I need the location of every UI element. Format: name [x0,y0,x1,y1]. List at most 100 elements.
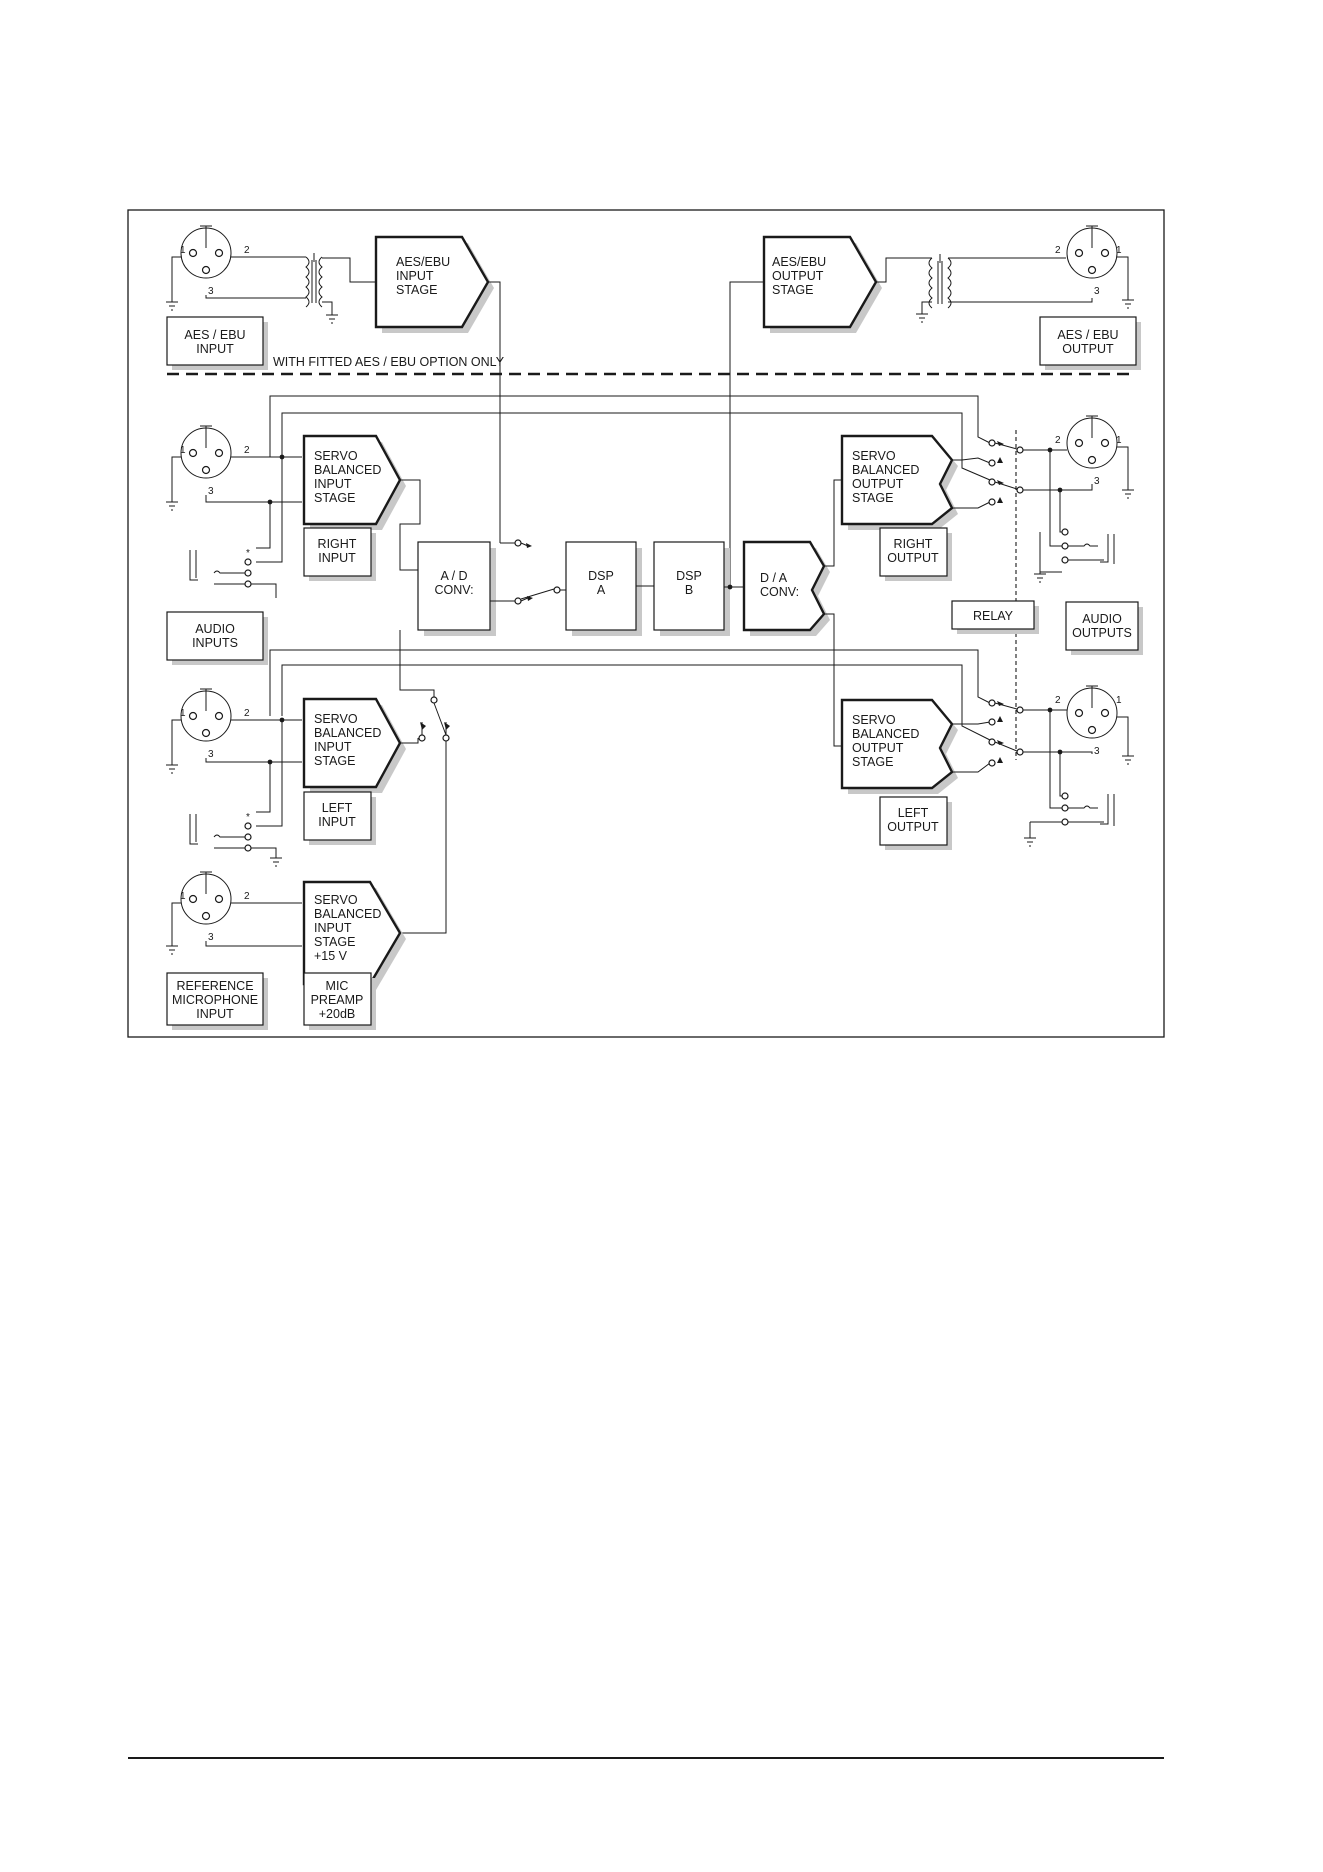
aes-ebu-input-stage-block: AES/EBU INPUT STAGE [374,235,494,333]
dsp-b-block: DSP B [653,541,730,636]
right-input-jack-icon: * [189,548,277,598]
svg-text:REFERENCE: REFERENCE [176,979,253,993]
left-output-relay-contacts-icon [988,699,1050,767]
right-input-label: RIGHT INPUT [303,527,376,581]
svg-text:3: 3 [1094,746,1100,757]
svg-text:PREAMP: PREAMP [311,993,364,1007]
svg-text:SERVO: SERVO [852,449,896,463]
svg-text:*: * [246,812,250,823]
block-text: STAGE [396,283,437,297]
svg-text:INPUT: INPUT [318,551,356,565]
ground-icon [270,857,282,867]
svg-text:INPUT: INPUT [196,1007,234,1021]
pin-label-1: 1 [180,245,186,256]
svg-text:STAGE: STAGE [772,283,813,297]
input-source-switch-icon [490,539,566,605]
svg-text:+15 V: +15 V [314,949,348,963]
mic-preamp-label: MIC PREAMP +20dB [303,972,376,1030]
footer-rule [128,1757,1164,1759]
ground-icon [166,945,178,955]
right-output-xlr-connector: 2 1 3 [1055,415,1122,487]
mic-line-select-switch-icon [399,630,450,934]
ground-icon [1034,573,1046,583]
svg-text:AUDIO: AUDIO [1082,612,1122,626]
svg-text:+20dB: +20dB [319,1007,356,1021]
svg-text:DSP: DSP [588,569,614,583]
svg-text:3: 3 [208,749,214,760]
left-output-jack-icon [1024,710,1115,847]
svg-text:D / A: D / A [760,571,788,585]
svg-text:STAGE: STAGE [314,754,355,768]
da-converter-block: D / A CONV: [742,540,830,636]
ground-icon [916,313,928,323]
block-text: AES/EBU [396,255,450,269]
audio-outputs-label: AUDIO OUTPUTS [1065,601,1143,655]
ground-icon [166,301,178,311]
right-output-jack-icon [1034,450,1115,583]
aes-ebu-output-stage-block: AES/EBU OUTPUT STAGE [762,235,882,333]
diagram-frame [127,209,1165,1038]
right-input-xlr-connector: 1 2 3 [180,425,250,497]
svg-text:2: 2 [244,445,250,456]
svg-text:2: 2 [1055,435,1061,446]
svg-text:3: 3 [208,932,214,943]
svg-text:SERVO: SERVO [314,712,358,726]
svg-text:*: * [246,548,250,559]
block-text: INPUT [396,269,434,283]
svg-text:OUTPUT: OUTPUT [887,820,939,834]
ground-icon [326,314,338,324]
svg-text:BALANCED: BALANCED [852,727,919,741]
svg-text:A / D: A / D [440,569,467,583]
svg-text:OUTPUT: OUTPUT [852,741,904,755]
svg-text:AUDIO: AUDIO [195,622,235,636]
svg-text:LEFT: LEFT [898,806,929,820]
svg-text:AES/EBU: AES/EBU [772,255,826,269]
svg-text:3: 3 [1094,476,1100,487]
ground-icon [1024,837,1036,847]
servo-balanced-input-stage-mic-block: SERVO BALANCED INPUT STAGE +15 V [302,880,406,990]
svg-text:INPUTS: INPUTS [192,636,238,650]
ad-converter-block: A / D CONV: [417,541,496,636]
svg-text:INPUT: INPUT [314,740,352,754]
left-input-xlr-connector: 1 2 3 [180,688,250,760]
svg-text:INPUT: INPUT [314,477,352,491]
svg-text:OUTPUT: OUTPUT [887,551,939,565]
svg-text:BALANCED: BALANCED [314,726,381,740]
svg-text:BALANCED: BALANCED [852,463,919,477]
svg-text:A: A [597,583,606,597]
svg-text:SERVO: SERVO [852,713,896,727]
aes-ebu-output-label: AES / EBU OUTPUT [1039,316,1141,370]
svg-text:INPUT: INPUT [314,921,352,935]
svg-text:2: 2 [244,708,250,719]
svg-text:2: 2 [244,891,250,902]
aes-input-xlr-connector: 1 2 3 [180,225,250,297]
audio-inputs-label: AUDIO INPUTS [166,611,268,665]
servo-balanced-input-stage-right-block: SERVO BALANCED INPUT STAGE [302,434,406,530]
aes-ebu-input-label: AES / EBU INPUT [166,316,268,370]
ground-icon [166,764,178,774]
svg-text:STAGE: STAGE [852,491,893,505]
svg-text:BALANCED: BALANCED [314,907,381,921]
svg-text:1: 1 [180,708,186,719]
svg-text:RIGHT: RIGHT [894,537,933,551]
svg-text:1: 1 [1116,695,1122,706]
svg-text:OUTPUT: OUTPUT [1062,342,1114,356]
svg-text:3: 3 [1094,286,1100,297]
svg-text:1: 1 [1116,435,1122,446]
svg-text:SERVO: SERVO [314,449,358,463]
svg-text:2: 2 [1055,695,1061,706]
svg-text:DSP: DSP [676,569,702,583]
ground-icon [166,501,178,511]
ground-icon [1122,755,1134,765]
left-input-label: LEFT INPUT [303,791,376,845]
svg-text:AES / EBU: AES / EBU [1057,328,1118,342]
svg-text:LEFT: LEFT [322,801,353,815]
servo-balanced-output-stage-right-block: SERVO BALANCED OUTPUT STAGE [840,434,958,530]
svg-text:OUTPUTS: OUTPUTS [1072,626,1132,640]
svg-text:1: 1 [180,445,186,456]
left-input-jack-icon: * [189,812,282,867]
ground-icon [1122,489,1134,499]
left-output-xlr-connector: 2 1 3 [1055,685,1122,757]
right-output-label: RIGHT OUTPUT [879,527,952,581]
